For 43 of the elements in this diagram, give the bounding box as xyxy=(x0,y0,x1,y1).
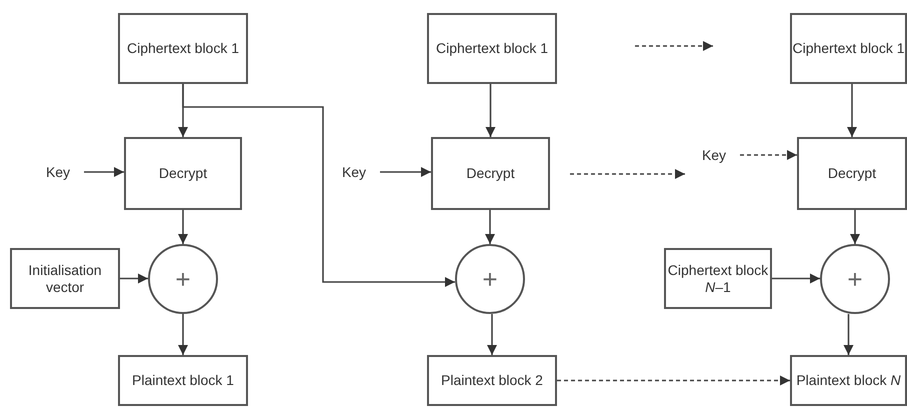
block-label: Plaintext block 2 xyxy=(441,372,543,389)
process-box xyxy=(797,137,907,210)
arrow xyxy=(850,210,860,244)
arrow xyxy=(380,167,431,177)
process-box xyxy=(118,355,248,406)
process-box xyxy=(664,248,772,309)
block-label: Plaintext block 1 xyxy=(132,372,234,389)
block-label: Decrypt xyxy=(158,165,208,182)
key-label: Key xyxy=(342,164,366,180)
dashed-arrow xyxy=(557,376,790,386)
dashed-arrow xyxy=(740,150,797,160)
process-box xyxy=(10,248,120,309)
block-label: Ciphertext block 1 xyxy=(792,40,905,57)
plus-sign: + xyxy=(175,266,191,292)
block-label: Ciphertext block 1 xyxy=(436,40,548,57)
process-box xyxy=(118,13,248,84)
process-box xyxy=(790,355,907,406)
block-label: Decrypt xyxy=(466,165,515,182)
block-label: Plaintext block N xyxy=(796,372,901,389)
block-label: Decrypt xyxy=(828,165,876,182)
arrow xyxy=(486,84,496,137)
plus-sign: + xyxy=(847,266,863,292)
arrow xyxy=(485,210,495,244)
arrow xyxy=(844,314,854,355)
arrow xyxy=(178,314,188,355)
process-box xyxy=(427,13,557,84)
process-box xyxy=(124,137,242,210)
process-box xyxy=(431,137,550,210)
block-label: Initialisation vector xyxy=(27,262,103,296)
process-box xyxy=(790,13,907,84)
arrow xyxy=(178,210,188,244)
block-label: Ciphertext block 1 xyxy=(126,40,240,57)
arrow xyxy=(487,314,497,355)
key-label: Key xyxy=(46,164,70,180)
arrow xyxy=(772,274,820,284)
process-box xyxy=(427,355,557,406)
key-label: Key xyxy=(702,146,726,164)
arrow xyxy=(182,84,455,287)
block-label: Ciphertext block N–1 xyxy=(666,262,770,296)
arrow xyxy=(120,274,148,284)
plus-sign: + xyxy=(482,266,498,292)
arrow xyxy=(847,84,857,137)
arrow xyxy=(84,167,124,177)
